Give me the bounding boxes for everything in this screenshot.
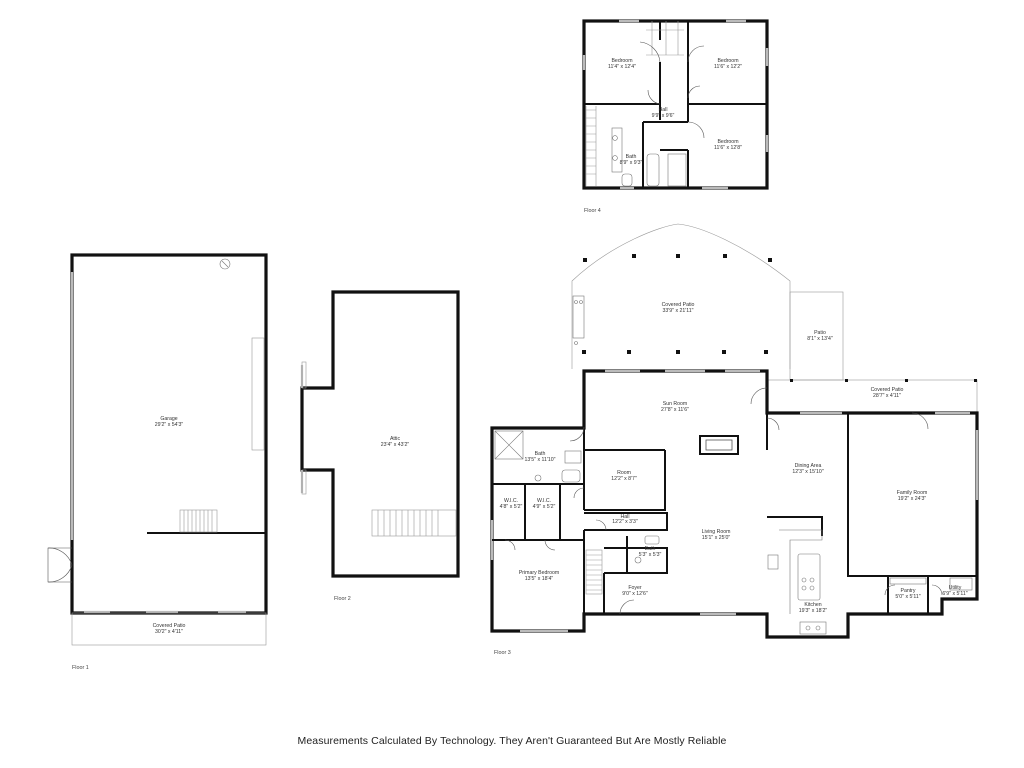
room-dims-family: 19'2" x 24'3" <box>898 496 927 502</box>
room-dims-sun-room: 27'8" x 11'6" <box>661 407 689 413</box>
room-label-covered-patio-2: Covered Patio <box>871 387 904 393</box>
room-dims-bath-half: 5'3" x 5'3" <box>639 552 662 558</box>
room-label-bedroom-c: Bedroom <box>717 139 738 145</box>
room-dims-bedroom-b: 11'6" x 12'2" <box>714 64 742 70</box>
room-dims-kitchen: 19'3" x 18'2" <box>799 608 828 614</box>
floor-2-label: Floor 2 <box>334 596 351 602</box>
room-label-covered-patio: Covered Patio <box>662 302 695 308</box>
room-label-bath-primary: Bath <box>535 451 546 457</box>
garage-side-door <box>47 547 73 583</box>
room-dims-wic-2: 4'9" x 5'2" <box>533 504 556 510</box>
room-dims-bath-f4: 8'9" x 9'3" <box>620 160 643 166</box>
room-dims-covered-patio-2: 28'7" x 4'11" <box>873 393 901 399</box>
room-label-primary-bedroom: Primary Bedroom <box>519 570 559 576</box>
room-dims-pantry: 5'0" x 5'11" <box>895 594 920 600</box>
room-label-bedroom-b: Bedroom <box>717 58 738 64</box>
room-dims-patio: 8'1" x 13'4" <box>807 336 833 342</box>
floor-1-plan: Garage 29'2" x 54'3" Covered Patio 30'2"… <box>47 253 268 671</box>
floor-4-label: Floor 4 <box>584 208 601 214</box>
room-dims-garage: 29'2" x 54'3" <box>155 422 184 428</box>
floor-3-plan: Covered Patio 33'9" x 21'11" Patio 8'1" … <box>490 223 979 656</box>
room-label-garage: Garage <box>160 416 177 422</box>
room-label-living: Living Room <box>702 529 731 535</box>
bath-fixtures <box>611 127 687 187</box>
stairs-icon <box>585 549 603 595</box>
outdoor-grill-icon <box>572 295 585 345</box>
room-dims-covered-patio: 33'9" x 21'11" <box>663 308 694 314</box>
room-label-wic-2: W.I.C. <box>537 498 551 504</box>
room-label-patio: Patio <box>814 330 826 336</box>
fireplace-icon <box>699 435 739 455</box>
kitchen-fixtures <box>767 529 973 635</box>
room-dims-primary-bedroom: 13'5" x 18'4" <box>525 576 554 582</box>
room-label-hall-f4: Hall <box>659 107 668 113</box>
stairs-icon <box>585 106 597 186</box>
room-label-dining: Dining Area <box>795 463 822 469</box>
room-label-attic: Attic <box>390 436 400 442</box>
room-dims-room: 12'2" x 8'7" <box>611 476 637 482</box>
room-label-foyer: Foyer <box>628 585 642 591</box>
room-label-room: Room <box>617 470 631 476</box>
room-label-bath-f4: Bath <box>626 154 637 160</box>
room-dims-bath-primary: 13'5" x 11'10" <box>525 457 556 463</box>
stairs-icon <box>371 509 457 537</box>
floor-3-label: Floor 3 <box>494 650 511 656</box>
room-label-sun-room: Sun Room <box>663 401 688 407</box>
covered-patio-f1-outline <box>71 612 267 646</box>
room-label-utility: Utility <box>949 585 962 591</box>
garage-shelf <box>251 337 265 451</box>
room-label-hall-f3: Hall <box>621 514 630 520</box>
room-dims-patio-f1: 30'2" x 4'11" <box>155 629 183 635</box>
room-label-patio-f1: Covered Patio <box>153 623 186 629</box>
room-dims-bedroom-c: 11'6" x 12'8" <box>714 145 742 151</box>
room-dims-living: 15'1" x 25'0" <box>702 535 731 541</box>
bath-fixtures <box>494 430 660 564</box>
patio-posts-2 <box>790 379 977 382</box>
garage-walls <box>70 253 268 615</box>
covered-patio-outline <box>571 223 791 369</box>
room-dims-utility: 6'9" x 5'11" <box>942 591 967 597</box>
room-dims-dining: 12'3" x 15'10" <box>792 469 823 475</box>
room-dims-bedroom-a: 11'4" x 12'4" <box>608 64 636 70</box>
room-label-bath-half: Bath <box>645 546 656 552</box>
water-heater-icon <box>219 258 231 270</box>
room-dims-hall-f4: 9'9" x 9'6" <box>652 113 675 119</box>
room-dims-foyer: 9'0" x 12'6" <box>622 591 648 597</box>
room-dims-hall-f3: 12'2" x 3'3" <box>612 519 638 525</box>
attic-walls <box>300 290 460 578</box>
room-dims-wic-1: 4'8" x 5'2" <box>500 504 523 510</box>
room-label-pantry: Pantry <box>901 588 916 594</box>
floor-2-plan: Attic 23'4" x 43'2" Floor 2 <box>300 290 460 602</box>
patio-posts <box>582 254 772 354</box>
room-dims-attic: 23'4" x 43'2" <box>381 442 410 448</box>
room-label-wic-1: W.I.C. <box>504 498 518 504</box>
floor-4-plan: Bedroom 11'4" x 12'4" Bedroom 11'6" x 12… <box>582 19 769 214</box>
room-label-kitchen: Kitchen <box>804 602 821 608</box>
stairs-icon <box>179 509 218 533</box>
floor-1-label: Floor 1 <box>72 665 89 671</box>
measurement-disclaimer: Measurements Calculated By Technology. T… <box>297 735 727 747</box>
room-label-family: Family Room <box>897 490 928 496</box>
room-label-bedroom-a: Bedroom <box>611 58 632 64</box>
